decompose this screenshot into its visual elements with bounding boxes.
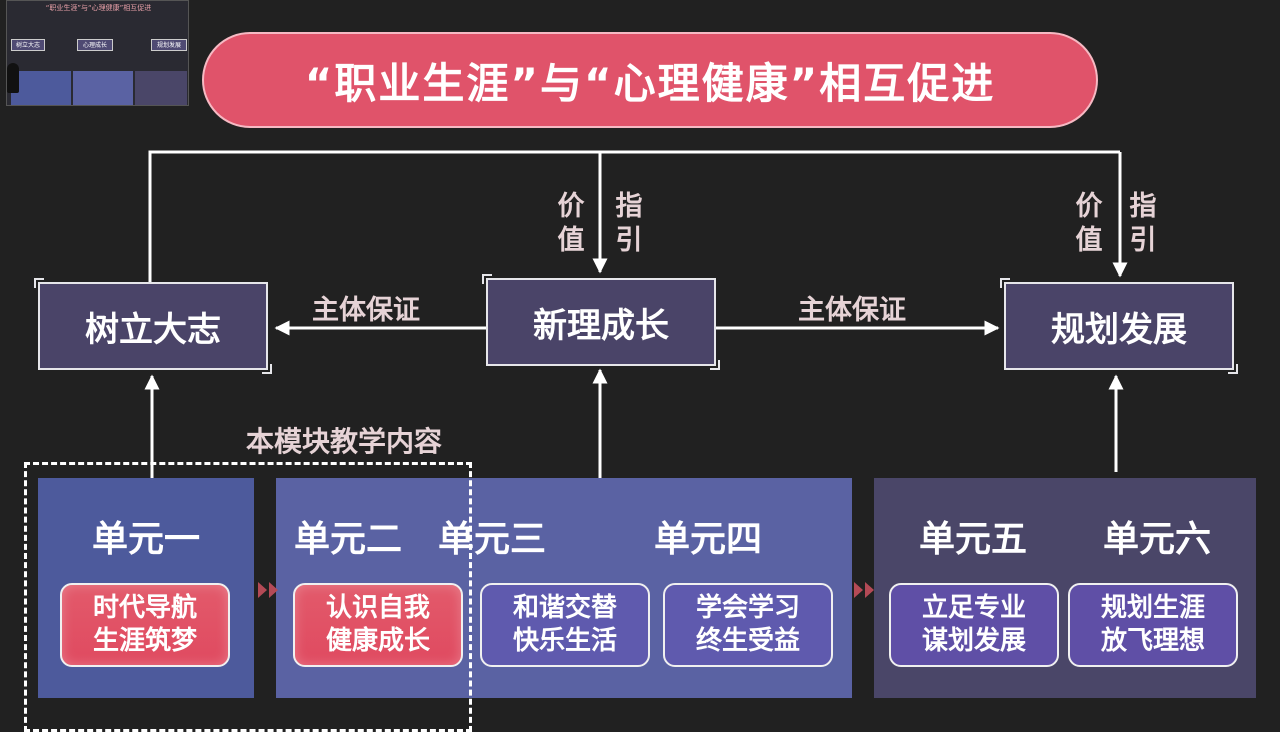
topic-line: 生涯筑梦 (92, 626, 197, 656)
node-growth[interactable]: 新理成长 (482, 274, 720, 370)
unit-1-topic[interactable]: 时代导航生涯筑梦 (60, 583, 230, 667)
thumbnail-node-center: 心理成长 (77, 39, 113, 51)
label-value-right: 价 值 (1074, 190, 1104, 258)
topic-line: 规划生涯 (1100, 593, 1205, 623)
topic-line: 健康成长 (325, 626, 430, 656)
thumbnail-title: “职业生涯”与“心理健康”相互促进 (45, 4, 152, 12)
unit-6-topic[interactable]: 规划生涯放飞理想 (1068, 583, 1238, 667)
topic-line: 时代导航 (92, 593, 197, 623)
node-planning[interactable]: 规划发展 (1000, 278, 1238, 374)
unit-2-topic[interactable]: 认识自我健康成长 (293, 583, 463, 667)
char: 价 (1075, 191, 1103, 222)
page-title: “职业生涯”与“心理健康”相互促进 (202, 32, 1098, 128)
topic-line: 终生受益 (695, 626, 800, 656)
char: 引 (615, 225, 643, 256)
topic-line: 放飞理想 (1100, 626, 1205, 656)
unit-3-title: 单元三 (437, 519, 546, 560)
slide-thumbnail[interactable]: “职业生涯”与“心理健康”相互促进 树立大志 心理成长 规划发展 (6, 0, 189, 106)
char: 引 (1129, 225, 1157, 256)
unit-5-topic[interactable]: 立足专业谋划发展 (889, 583, 1059, 667)
char: 指 (1129, 191, 1157, 222)
char: 指 (615, 191, 643, 222)
topic-line: 立足专业 (921, 593, 1026, 623)
topic-line: 学会学习 (695, 593, 800, 623)
unit-5-title: 单元五 (918, 519, 1027, 560)
label-guide-right: 指 引 (1128, 190, 1158, 258)
thumbnail-node-right: 规划发展 (151, 39, 187, 51)
module-content-label: 本模块教学内容 (246, 425, 443, 458)
unit-3-topic[interactable]: 和谐交替快乐生活 (480, 583, 650, 667)
topic-line: 快乐生活 (512, 626, 617, 656)
topic-line: 认识自我 (325, 593, 430, 623)
char: 值 (557, 225, 585, 256)
chevron-right-icon (258, 582, 278, 598)
unit-2-title: 单元二 (293, 519, 402, 560)
label-guide-left: 指 引 (614, 190, 644, 258)
char: 价 (557, 191, 585, 222)
thumbnail-units-block-1 (11, 71, 71, 105)
unit-4-topic[interactable]: 学会学习终生受益 (663, 583, 833, 667)
thumbnail-units-block-3 (135, 71, 187, 105)
presenter-figure (7, 63, 19, 93)
node-aspiration[interactable]: 树立大志 (34, 278, 272, 374)
unit-1-title: 单元一 (91, 519, 200, 560)
thumbnail-node-left: 树立大志 (11, 39, 45, 51)
top-connector-line (148, 150, 1120, 282)
topic-line: 谋划发展 (921, 626, 1026, 656)
label-value-left: 价 值 (556, 190, 586, 258)
topic-line: 和谐交替 (512, 593, 617, 623)
unit-4-title: 单元四 (653, 519, 762, 560)
chevron-right-icon (854, 582, 874, 598)
label-subject-guarantee-left: 主体保证 (312, 295, 420, 326)
char: 值 (1075, 225, 1103, 256)
unit-6-title: 单元六 (1102, 519, 1211, 560)
label-subject-guarantee-right: 主体保证 (798, 295, 906, 326)
thumbnail-units-block-2 (73, 71, 133, 105)
